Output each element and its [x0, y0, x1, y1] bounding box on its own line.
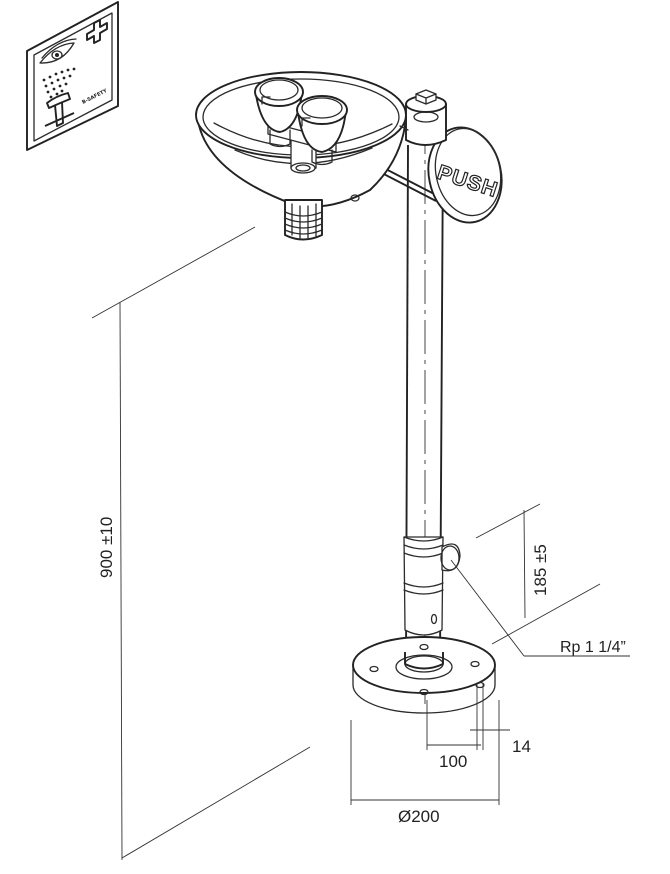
pole-head: [405, 89, 447, 146]
eyewash-nozzles: [254, 77, 409, 174]
hole-spacing-dimension-label: 100: [439, 752, 467, 771]
base-diameter-dimension-label: Ø200: [398, 807, 440, 826]
connection-size-label: Rp 1 1/4”: [560, 639, 626, 656]
push-paddle: PUSH: [375, 126, 503, 224]
dimension-lines: [91, 226, 630, 861]
hole-diameter-dimension-label: 14: [512, 737, 531, 756]
height-dimension-label: 900 ±10: [97, 517, 116, 578]
base-plate: [352, 636, 496, 714]
eyewash-sign-icon: B-SAFETY: [26, 1, 119, 151]
outlet-height-dimension-label: 185 ±5: [531, 544, 550, 596]
